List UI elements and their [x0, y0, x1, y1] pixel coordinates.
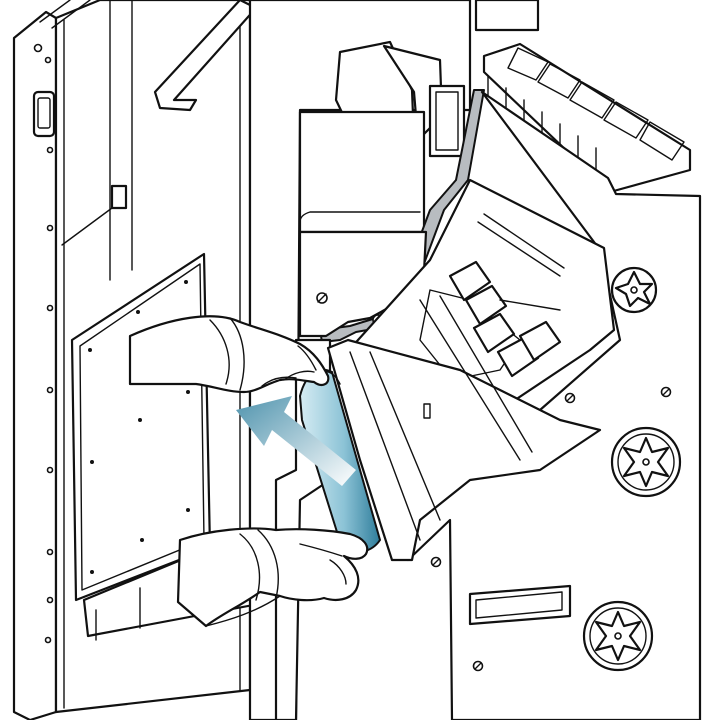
knob-middle: [610, 426, 682, 498]
top-cartridge-box: [482, 42, 692, 194]
open-guide-flap: [326, 338, 602, 562]
plate-rivets: [88, 280, 190, 574]
door-latch: [32, 90, 56, 138]
upper-guide-bracket: [153, 0, 258, 112]
door-screw-holes: [33, 43, 54, 644]
right-unit: [326, 42, 702, 720]
door-clip: [110, 184, 128, 210]
lower-forearm-line: [205, 595, 281, 627]
knob-bottom: [582, 600, 654, 672]
right-panel-screws: [430, 386, 672, 672]
roller-1: [448, 260, 492, 302]
pull-handle-recess: [468, 584, 572, 626]
right-main-panel: [390, 90, 702, 720]
pull-direction-arrow: [236, 396, 356, 486]
top-bracket: [474, 0, 540, 32]
top-latch-box: [428, 84, 466, 158]
lower-step-block: [298, 230, 428, 338]
upper-hand: [128, 315, 330, 394]
knob-top: [610, 266, 658, 314]
lower-sleeve-cuff: [239, 533, 261, 601]
upper-hand-shape: [128, 315, 330, 394]
lower-hand: [176, 527, 369, 628]
mid-block: [298, 110, 426, 234]
feed-rollers: [448, 213, 565, 378]
upper-sleeve-cuff: [209, 319, 230, 385]
roller-2: [472, 312, 516, 354]
